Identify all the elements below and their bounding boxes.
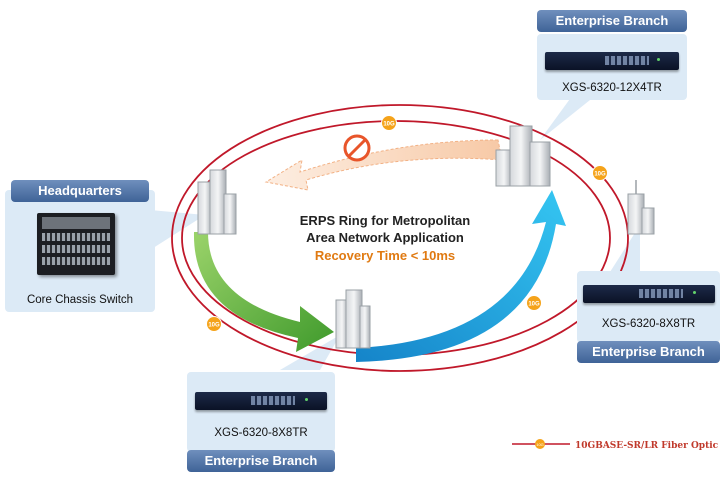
right-callout-connector [610, 225, 640, 272]
link-badge-right: 10G [592, 165, 608, 181]
legend-label: 10GBASE-SR/LR Fiber Optic [575, 441, 719, 451]
hq-callout-connector [150, 210, 205, 250]
top-branch-device-caption: XGS-6320-12X4TR [562, 82, 662, 94]
ring-outer [171, 104, 629, 372]
right-branch-building-icon [627, 180, 655, 235]
top-branch-callout: Enterprise Branch XGS-6320-12X4TR [537, 10, 687, 100]
bottom-branch-callout: XGS-6320-8X8TR Enterprise Branch [187, 372, 335, 472]
right-branch-callout: XGS-6320-8X8TR Enterprise Branch [577, 271, 720, 363]
blue-failover-arrow [356, 190, 566, 362]
top-callout-connector [540, 92, 600, 140]
core-chassis-switch-image [37, 213, 115, 275]
headquarters-device-caption: Core Chassis Switch [26, 294, 134, 306]
link-badge-lower-right: 10G [526, 295, 542, 311]
bottom-branch-device-caption: XGS-6320-8X8TR [214, 427, 308, 439]
right-branch-header: Enterprise Branch [577, 341, 720, 363]
green-failover-arrow [193, 232, 334, 352]
bottom-branch-callout-body [187, 372, 335, 452]
svg-text:10G: 10G [528, 302, 540, 308]
legend-fiber-line: 10G [512, 439, 570, 449]
link-badge-top: 10G [381, 115, 397, 131]
blocked-path-arrow [264, 139, 503, 191]
right-branch-callout-body [577, 271, 720, 343]
diagram-title-line2: Area Network Application [306, 230, 464, 245]
top-branch-header: Enterprise Branch [537, 10, 687, 32]
svg-text:10G: 10G [594, 172, 606, 178]
headquarters-callout: Headquarters Core Chassis Switch [5, 180, 155, 312]
bottom-branch-building-icon [335, 289, 371, 349]
svg-text:10G: 10G [536, 442, 544, 447]
link-badge-left: 10G [206, 316, 222, 332]
svg-text:10G: 10G [208, 323, 220, 329]
recovery-time-label: Recovery Time < 10ms [314, 248, 456, 263]
right-branch-switch-image [583, 285, 715, 303]
diagram-title-line1: ERPS Ring for Metropolitan [299, 213, 471, 228]
headquarters-header: Headquarters [11, 180, 149, 202]
top-branch-switch-image [545, 52, 679, 70]
top-branch-building-icon [495, 125, 551, 187]
svg-text:10G: 10G [383, 122, 395, 128]
hq-building-icon [197, 169, 237, 235]
bottom-branch-switch-image [195, 392, 327, 410]
bottom-callout-connector [280, 335, 340, 370]
bottom-branch-header: Enterprise Branch [187, 450, 335, 472]
blocked-link-icon [343, 134, 371, 162]
right-branch-device-caption: XGS-6320-8X8TR [601, 318, 696, 330]
